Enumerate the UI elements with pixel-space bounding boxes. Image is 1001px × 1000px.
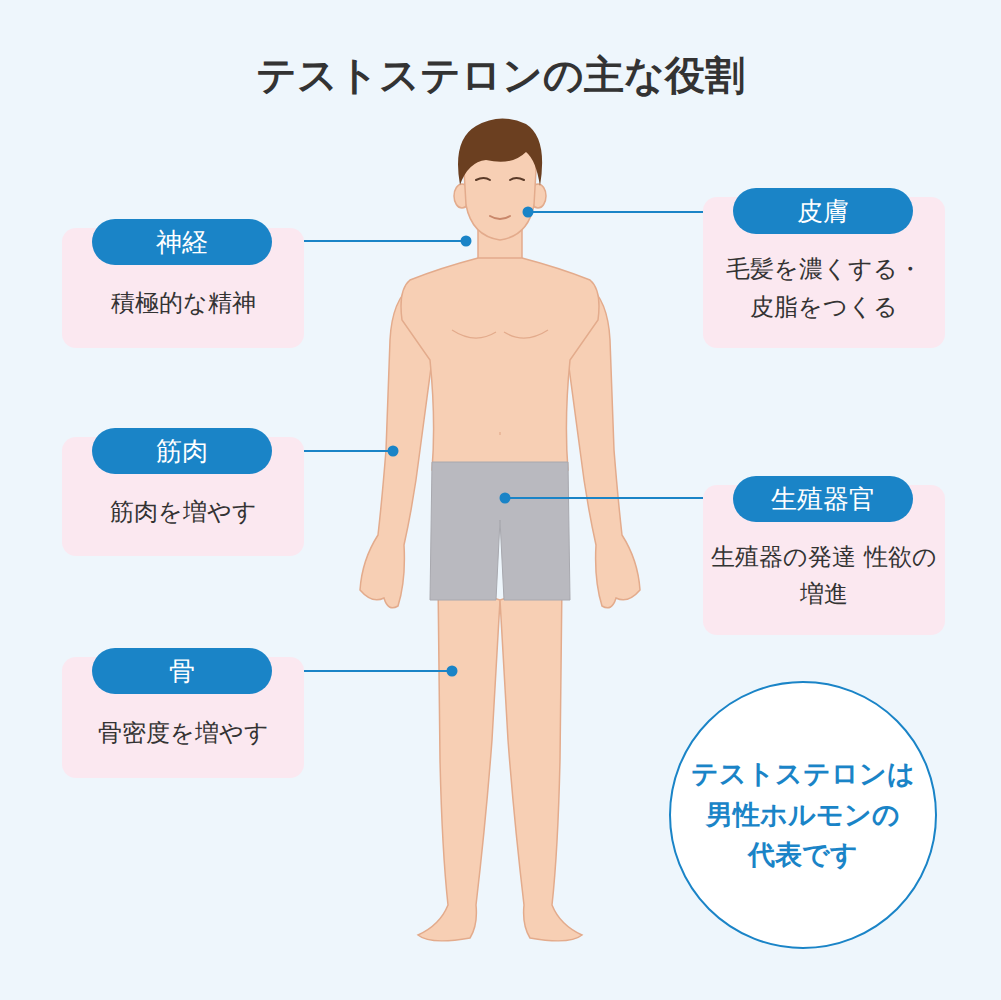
leader-line <box>532 211 703 213</box>
circle-shape <box>670 682 936 948</box>
navel <box>499 432 500 435</box>
torso <box>401 258 599 470</box>
callout-box: 筋肉筋肉を増やす <box>62 437 304 556</box>
callout-box: 神経積極的な精神 <box>62 228 304 348</box>
note-circle: テストステロンは 男性ホルモンの 代表です <box>668 680 938 950</box>
hair <box>458 118 542 186</box>
note-text: テストステロンは 男性ホルモンの 代表です <box>688 754 918 876</box>
leader-dot <box>448 667 457 676</box>
body-text: 筋肉を増やす <box>70 487 296 538</box>
leader-line <box>509 497 703 499</box>
eye <box>510 178 524 180</box>
leader-dot <box>389 447 398 456</box>
body-text: 積極的な精神 <box>70 278 296 330</box>
leader-line <box>304 670 448 672</box>
body-text: 骨密度を増やす <box>70 707 296 760</box>
mouth <box>490 216 510 219</box>
chest-line <box>504 330 548 338</box>
leader-line <box>304 240 462 242</box>
right-leg <box>500 580 582 941</box>
heading-pill: 皮膚 <box>733 188 913 234</box>
shorts <box>430 462 570 600</box>
leader-dot <box>462 237 471 246</box>
diagram-title: テストステロンの主な役割 <box>0 48 1001 103</box>
heading-pill: 生殖器官 <box>733 476 913 522</box>
heading-pill: 筋肉 <box>92 428 272 474</box>
body-text: 生殖器の発達 性欲の増進 <box>711 535 937 617</box>
eye <box>476 178 490 180</box>
chest-line <box>452 330 496 338</box>
heading-pill: 神経 <box>92 219 272 265</box>
left-leg <box>418 580 500 941</box>
callout-box: 骨骨密度を増やす <box>62 657 304 778</box>
leader-dot <box>501 494 510 503</box>
callout-box: 生殖器官生殖器の発達 性欲の増進 <box>703 485 945 635</box>
leader-dot <box>524 208 533 217</box>
body-text: 毛髪を濃くする・ 皮脂をつくる <box>711 247 937 330</box>
heading-pill: 骨 <box>92 648 272 694</box>
leader-line <box>304 450 389 452</box>
callout-box: 皮膚毛髪を濃くする・ 皮脂をつくる <box>703 197 945 348</box>
